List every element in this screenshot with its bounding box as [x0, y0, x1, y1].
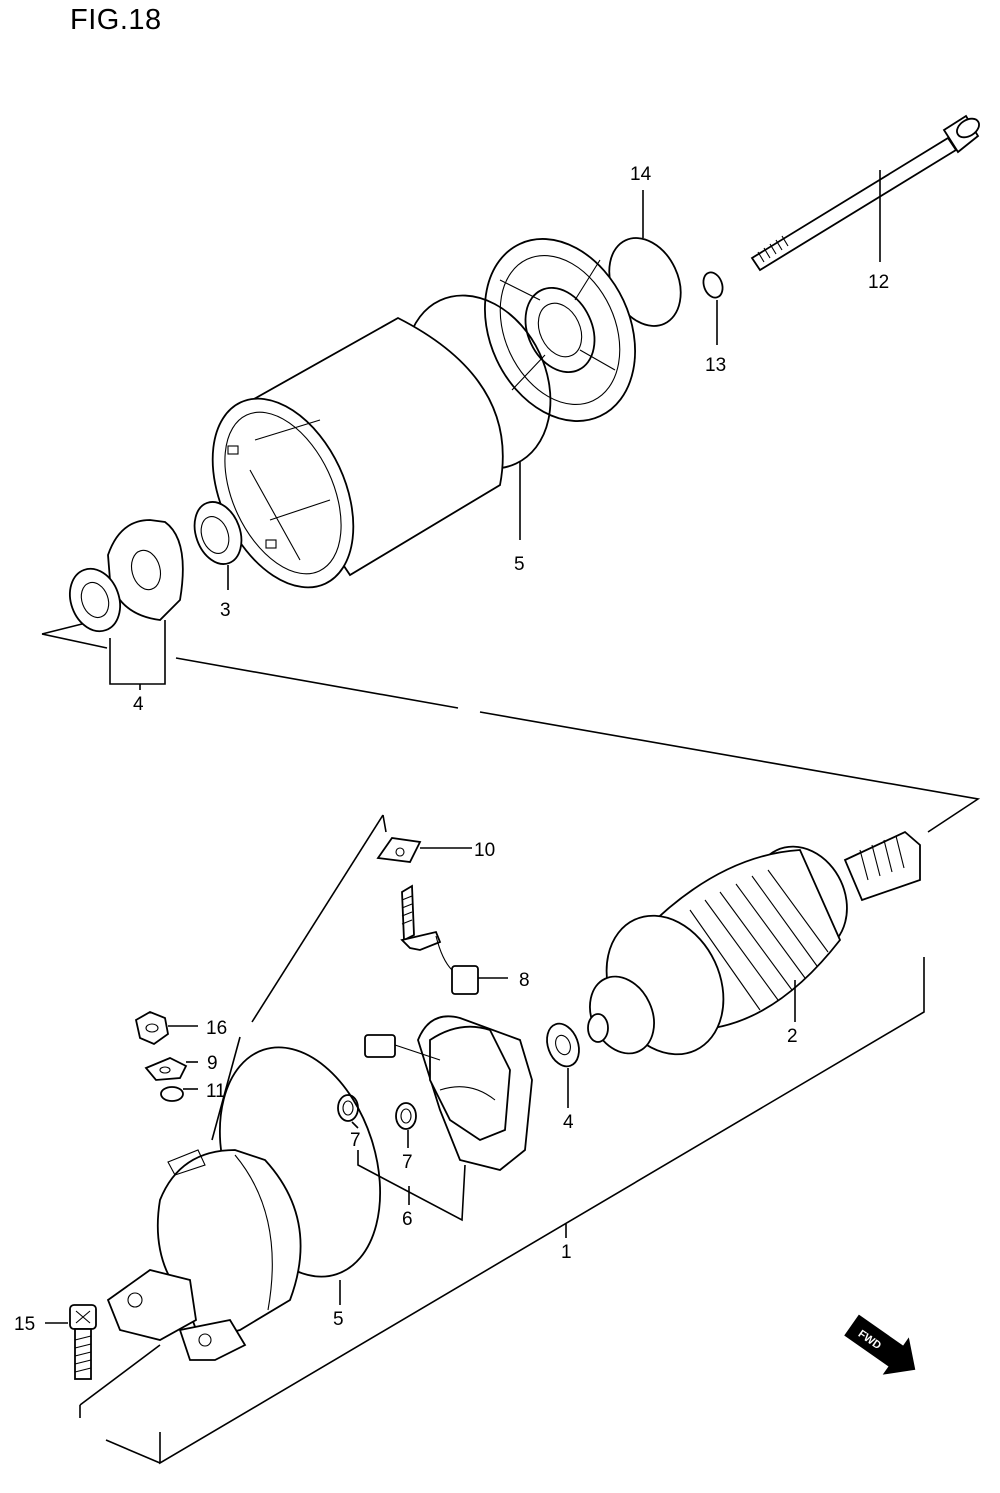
- nut-part: [134, 1011, 169, 1046]
- brush-terminal-part: [400, 884, 479, 995]
- brush-springs-part: [337, 1094, 417, 1130]
- oring-small-part: [160, 1086, 184, 1102]
- callout-5-upper: 5: [514, 554, 525, 575]
- callout-16: 16: [206, 1018, 227, 1039]
- callout-8: 8: [519, 970, 530, 991]
- callout-14: 14: [630, 164, 652, 185]
- callout-3: 3: [220, 600, 231, 621]
- figure-title: FIG.18: [70, 4, 162, 36]
- callout-10: 10: [474, 840, 495, 861]
- callout-2: 2: [787, 1026, 798, 1047]
- yoke-housing-part: [211, 316, 504, 589]
- washer-lower-part: [546, 1022, 580, 1068]
- small-oring-part: [702, 271, 724, 299]
- callout-6: 6: [402, 1209, 413, 1230]
- callout-9: 9: [207, 1053, 218, 1074]
- callout-4-lower: 4: [563, 1112, 574, 1133]
- assembly-bracket-lines: [41, 616, 981, 1465]
- callout-15: 15: [14, 1314, 35, 1335]
- clip-part: [376, 837, 422, 863]
- callout-4-upper: 4: [133, 694, 144, 715]
- callout-7-left: 7: [350, 1130, 361, 1151]
- fwd-arrow-icon: FWD: [844, 1314, 916, 1375]
- callout-labels: 14 12 13 5 3 4 10 8 2 16 9 11 4 7 7 6 1 …: [14, 164, 889, 1335]
- end-cover-housing-part: [484, 238, 636, 422]
- callout-1: 1: [561, 1242, 572, 1263]
- washer-set-upper-part: [69, 519, 184, 633]
- washer-small-part: [144, 1057, 188, 1081]
- callout-12: 12: [868, 272, 889, 293]
- callout-7-right: 7: [402, 1152, 413, 1173]
- callout-13: 13: [705, 355, 726, 376]
- armature-part: [587, 830, 921, 1056]
- callout-5-lower: 5: [333, 1309, 344, 1330]
- bearing-part: [193, 501, 243, 565]
- callout-leader-lines: [45, 170, 881, 1324]
- brush-holder-plate-part: [364, 1015, 533, 1171]
- commutator-end-cover-part: [106, 1149, 302, 1361]
- through-bolt-part: [750, 114, 980, 272]
- callout-11: 11: [206, 1081, 226, 1102]
- mounting-bolt-part: [69, 1304, 97, 1380]
